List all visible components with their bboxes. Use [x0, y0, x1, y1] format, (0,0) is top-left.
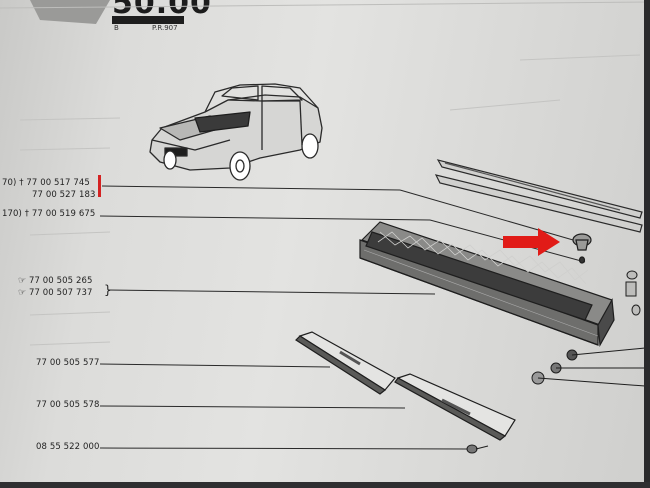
fasteners-right — [531, 270, 646, 387]
trim-strips — [434, 159, 643, 233]
trim-plate-2 — [394, 373, 516, 441]
catalog-page-number: 50.00 — [112, 0, 212, 21]
header-fold-shadow — [0, 0, 650, 24]
section-letter: B — [114, 24, 119, 32]
part-ref-5: ☞ 77 00 507 737 — [18, 288, 93, 298]
hand-pointer-icon: ☞ — [18, 288, 27, 298]
trim-plate-1 — [295, 331, 396, 395]
screw-part — [466, 444, 489, 454]
part-ref-2: 77 00 527 183 — [32, 190, 96, 200]
part-ref-6: 77 00 505 577 — [36, 358, 100, 368]
part-ref-1: 70) † 77 00 517 745 — [2, 178, 90, 188]
page-ref: P.R.907 — [152, 24, 178, 32]
part-ref-8: 08 55 522 000 — [36, 442, 100, 452]
car-sketch — [149, 83, 323, 181]
background-ghost-lines — [19, 54, 641, 346]
hand-pointer-icon: ☞ — [18, 276, 27, 286]
red-pointer-arrow — [503, 228, 560, 256]
front-grille — [359, 221, 615, 347]
grille-clip — [572, 233, 592, 264]
part-ref-4: ☞ 77 00 505 265 — [18, 276, 93, 286]
part-ref-7: 77 00 505 578 — [36, 400, 100, 410]
part-ref-3: 170) † 77 00 519 675 — [2, 209, 96, 219]
red-highlight-marker — [98, 175, 101, 197]
page-edge-right — [644, 0, 650, 488]
leader-lines — [99, 185, 586, 450]
page-edge-bottom — [0, 482, 650, 488]
bracket-brace: } — [104, 283, 112, 297]
